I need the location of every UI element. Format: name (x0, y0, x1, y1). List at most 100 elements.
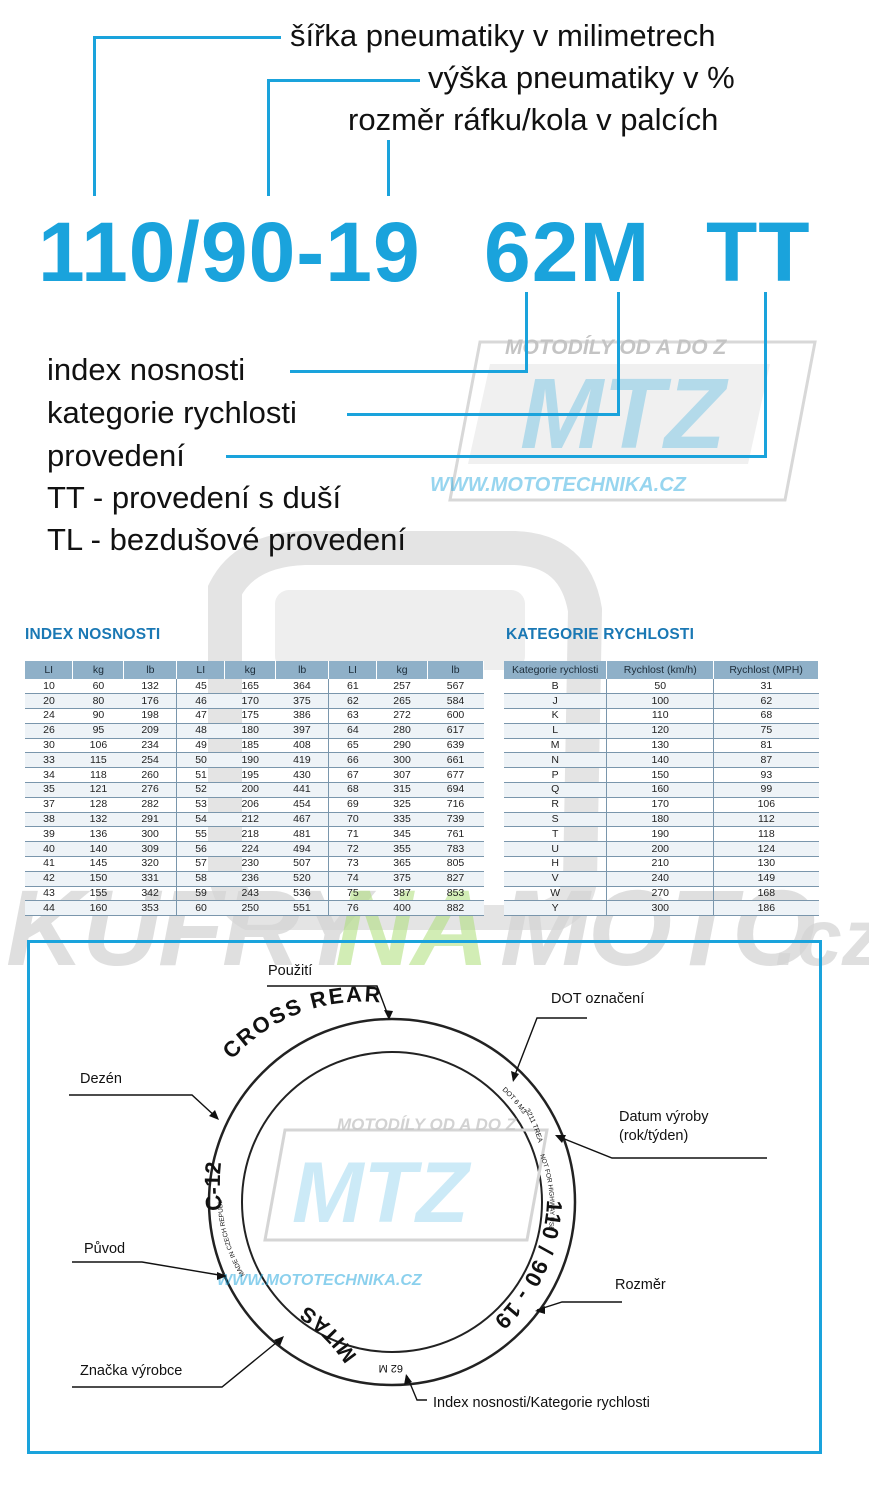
load-table-cell: 200 (224, 782, 276, 798)
speed-table-cell: 149 (713, 871, 819, 887)
load-table-cell: 58 (176, 871, 225, 887)
load-table-cell: 805 (427, 856, 484, 872)
pointer-index (406, 1375, 427, 1401)
load-table-cell: 315 (376, 782, 428, 798)
load-table-cell: 677 (427, 767, 484, 784)
speed-table-cell: 270 (606, 886, 714, 902)
load-table-cell: 454 (275, 797, 329, 813)
load-table-cell: 33 (25, 752, 73, 769)
load-table-cell: 44 (25, 900, 73, 917)
load-table-cell: 342 (123, 886, 177, 902)
speed-table-header-cell: Rychlost (km/h) (606, 661, 715, 679)
connector-speed-v (617, 292, 620, 415)
load-table-cell: 56 (176, 841, 225, 858)
pointer-date (556, 1135, 767, 1159)
speed-table-cell: U (504, 841, 607, 858)
speed-table-cell: J (504, 693, 607, 710)
tire-watermark-slogan: MOTODÍLY OD A DO Z (337, 1115, 517, 1134)
connector-height-h (267, 79, 420, 82)
speed-table-cell: 112 (713, 812, 819, 828)
tire-code-type: TT (706, 205, 811, 299)
load-table-cell: 386 (275, 708, 329, 724)
speed-table-cell: 118 (713, 826, 819, 843)
diagram-label-date-1: Datum výroby (619, 1109, 709, 1125)
load-table-cell: 276 (123, 782, 177, 798)
load-table-cell: 53 (176, 797, 225, 813)
load-table-cell: 617 (427, 723, 484, 739)
load-table-cell: 300 (376, 752, 428, 769)
load-table-cell: 49 (176, 738, 225, 754)
speed-table-cell: 160 (606, 782, 714, 798)
load-table-cell: 254 (123, 752, 177, 769)
svg-text:MTZ: MTZ (292, 1145, 472, 1241)
speed-table-cell: 168 (713, 886, 819, 902)
load-table-cell: 408 (275, 738, 329, 754)
label-tire-width: šířka pneumatiky v milimetrech (290, 18, 716, 53)
pointer-origin (72, 1261, 226, 1277)
speed-table-cell: 190 (606, 826, 714, 843)
load-table-cell: 69 (328, 797, 377, 813)
watermark-url-top: WWW.MOTOTECHNIKA.CZ (430, 474, 686, 496)
load-table-cell: 224 (224, 841, 276, 858)
pointer-brand (72, 1337, 283, 1388)
load-table-cell: 30 (25, 738, 73, 754)
load-table-cell: 65 (328, 738, 377, 754)
load-table-cell: 387 (376, 886, 428, 902)
load-table-cell: 375 (275, 693, 329, 710)
pointer-use (267, 985, 390, 1019)
load-table-cell: 155 (72, 886, 124, 902)
load-table-cell: 209 (123, 723, 177, 739)
speed-table-cell: B (504, 679, 607, 695)
load-table-title: INDEX NOSNOSTI (25, 626, 161, 643)
load-table-cell: 441 (275, 782, 329, 798)
speed-table-cell: 180 (606, 812, 714, 828)
load-table-cell: 419 (275, 752, 329, 769)
connector-rim-v (387, 140, 390, 196)
speed-table-cell: 110 (606, 708, 714, 724)
load-table-cell: 26 (25, 723, 73, 739)
load-table-cell: 282 (123, 797, 177, 813)
speed-table-cell: 87 (713, 752, 819, 769)
load-table-cell: 128 (72, 797, 124, 813)
load-table-cell: 291 (123, 812, 177, 828)
watermark-slogan-top: MOTODÍLY OD A DO Z (505, 336, 727, 359)
speed-table-cell: 186 (713, 900, 819, 917)
load-table-cell: 46 (176, 693, 225, 710)
load-table-cell: 325 (376, 797, 428, 813)
load-table-cell: 38 (25, 812, 73, 828)
load-table-cell: 331 (123, 871, 177, 887)
load-table-header-cell: kg (72, 661, 125, 679)
load-table-cell: 265 (376, 693, 428, 710)
load-table-cell: 51 (176, 767, 225, 784)
load-table-cell: 206 (224, 797, 276, 813)
tire-text-dot: DOT 6 M3 (501, 1086, 528, 1115)
speed-table-cell: 106 (713, 797, 819, 813)
tire-watermark-url: WWW.MOTOTECHNIKA.CZ (217, 1272, 423, 1289)
speed-table-cell: 150 (606, 767, 714, 784)
speed-table-cell: N (504, 752, 607, 769)
load-table-cell: 118 (72, 767, 124, 784)
load-table-cell: 106 (72, 738, 124, 754)
load-table-cell: 170 (224, 693, 276, 710)
load-table-cell: 160 (72, 900, 124, 917)
load-table-cell: 212 (224, 812, 276, 828)
tire-text-brand: MITAS (295, 1300, 362, 1366)
label-speed-category: kategorie rychlosti (47, 395, 297, 430)
load-table-cell: 243 (224, 886, 276, 902)
load-table-cell: 74 (328, 871, 377, 887)
load-table-cell: 827 (427, 871, 484, 887)
speed-table-cell: 210 (606, 856, 714, 872)
load-table-cell: 195 (224, 767, 276, 784)
